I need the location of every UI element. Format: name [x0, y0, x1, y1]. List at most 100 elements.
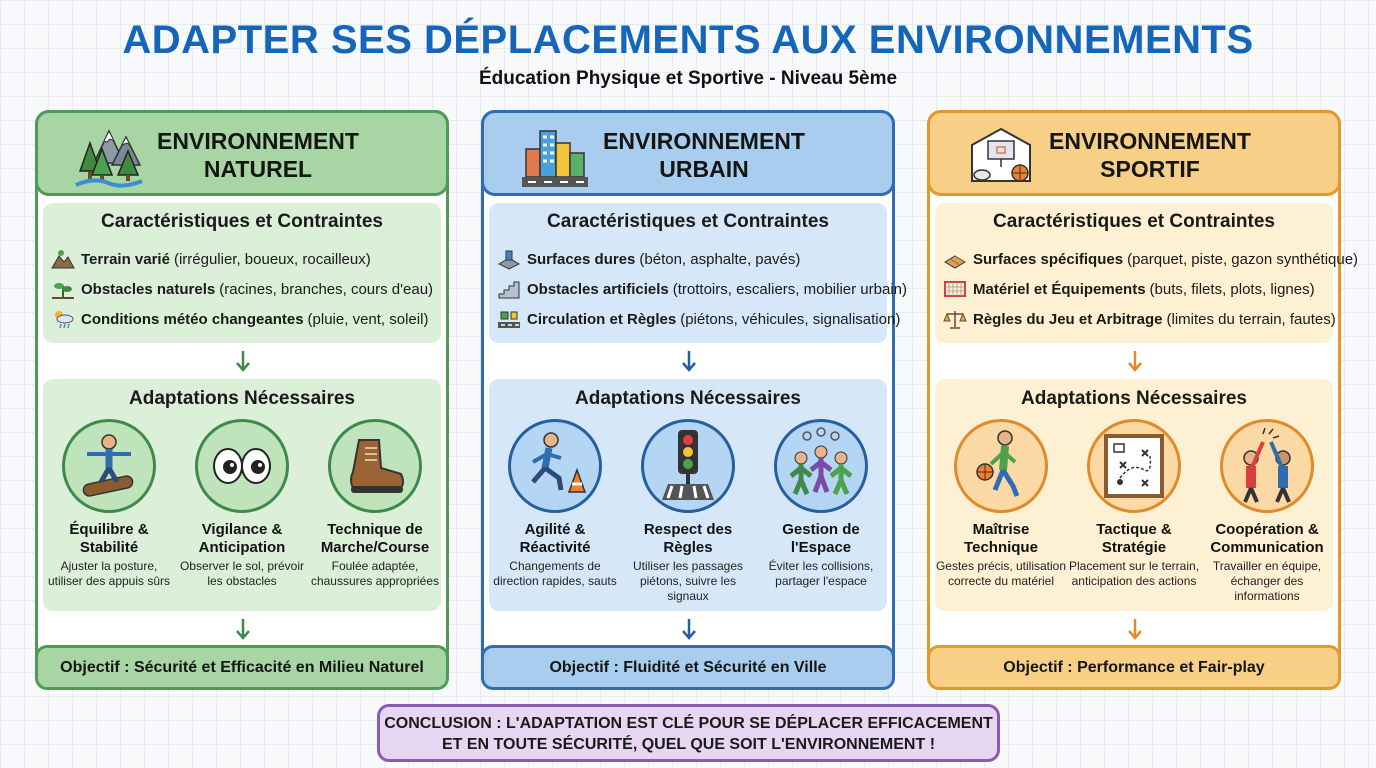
column-urban: ENVIRONNEMENT URBAIN Caractéristiques et…	[481, 110, 907, 690]
agility-runner-icon	[531, 432, 587, 493]
adaptations-panel: Adaptations Nécessaires Maîtrise Techniq…	[935, 379, 1333, 611]
adaptation-card: Agilité & Réactivité Changements de dire…	[489, 419, 621, 589]
high-five-icon	[1243, 427, 1291, 503]
card-title-line1: Technique de	[327, 521, 423, 538]
forest-mountain-icon	[75, 129, 143, 188]
card-description: Éviter les collisions, partager l'espace	[768, 559, 874, 588]
city-buildings-icon	[522, 130, 588, 187]
card-title-line2: Technique	[964, 539, 1038, 556]
road-sign-icon	[498, 311, 520, 328]
gymnasium-icon	[971, 127, 1031, 182]
hiking-boot-icon	[350, 439, 404, 493]
terrain-icon	[51, 250, 75, 269]
panel-title: Caractéristiques et Contraintes	[547, 211, 829, 232]
list-item: Obstacles artificiels (trottoirs, escali…	[497, 277, 907, 301]
adaptations-panel: Adaptations Nécessaires Équilibre & Stab…	[43, 379, 441, 611]
arrow-down-icon	[1128, 351, 1142, 372]
card-description: Foulée adaptée, chaussures appropriées	[310, 559, 440, 588]
card-title-line1: Maîtrise	[972, 521, 1030, 538]
card-title-line2: Règles	[663, 539, 713, 556]
card-title-line2: Anticipation	[198, 539, 286, 556]
column-title-line1: ENVIRONNEMENT	[603, 128, 805, 154]
characteristics-panel: Caractéristiques et Contraintes Terrain …	[43, 203, 441, 343]
card-title-line1: Agilité &	[524, 521, 586, 538]
list-item: Surfaces spécifiques (parquet, piste, ga…	[943, 247, 1358, 271]
objective-banner: Objectif : Performance et Fair-play	[927, 645, 1341, 690]
adaptation-card: Tactique & Stratégie Placement sur le te…	[1068, 419, 1200, 589]
page-subtitle: Éducation Physique et Sportive - Niveau …	[478, 68, 898, 89]
basketball-player-icon	[976, 430, 1020, 497]
characteristics-panel: Caractéristiques et Contraintes Surfaces…	[935, 203, 1358, 343]
list-item: Obstacles naturels (racines, branches, c…	[51, 277, 441, 301]
column-title-line2: URBAIN	[659, 156, 749, 182]
column-sport: ENVIRONNEMENT SPORTIF Caractéristiques e…	[927, 110, 1358, 690]
panel-title: Adaptations Nécessaires	[1021, 388, 1247, 409]
list-item: Matériel et Équipements (buts, filets, p…	[943, 277, 1333, 301]
card-description: Changements de direction rapides, sauts	[493, 559, 617, 588]
conclusion-banner: CONCLUSION : L'ADAPTATION EST CLÉ POUR S…	[377, 704, 1000, 762]
list-item: Surfaces dures (béton, asphalte, pavés)	[497, 247, 887, 271]
adaptation-card: Respect des Règles Utiliser les passages…	[622, 419, 754, 604]
hard-surface-icon	[497, 250, 521, 270]
page-title: ADAPTER SES DÉPLACEMENTS AUX ENVIRONNEME…	[122, 18, 1254, 62]
panel-title: Adaptations Nécessaires	[575, 388, 801, 409]
tactics-board-icon	[1104, 434, 1164, 498]
card-title-line2: Communication	[1210, 539, 1324, 556]
column-header: ENVIRONNEMENT SPORTIF	[927, 110, 1341, 196]
card-description: Travailler en équipe, échanger des infor…	[1212, 559, 1322, 603]
card-title-line1: Tactique &	[1096, 521, 1172, 538]
card-title-line2: Stabilité	[79, 539, 139, 556]
arrow-down-icon	[236, 619, 250, 640]
card-description: Gestes précis, utilisation correcte du m…	[935, 559, 1067, 588]
characteristics-panel: Caractéristiques et Contraintes Surfaces…	[489, 203, 907, 343]
traffic-light-icon	[662, 430, 714, 500]
adaptation-card: Technique de Marche/Course Foulée adapté…	[309, 419, 441, 589]
card-description: Observer le sol, prévoir les obstacles	[179, 559, 305, 588]
column-title-line2: SPORTIF	[1100, 156, 1200, 182]
arrow-down-icon	[682, 351, 696, 372]
column-title-line1: ENVIRONNEMENT	[1049, 128, 1251, 154]
eyes-icon	[213, 448, 271, 484]
conclusion-line1: CONCLUSION : L'ADAPTATION EST CLÉ POUR S…	[384, 715, 993, 732]
column-title-line1: ENVIRONNEMENT	[157, 128, 359, 154]
panel-title: Caractéristiques et Contraintes	[993, 211, 1275, 232]
stairs-icon	[498, 281, 520, 299]
panel-title: Adaptations Nécessaires	[129, 388, 355, 409]
conclusion-line2: ET EN TOUTE SÉCURITÉ, QUEL QUE SOIT L'EN…	[441, 736, 936, 753]
balance-person-icon	[82, 434, 134, 497]
card-description: Utiliser les passages piétons, suivre le…	[632, 559, 744, 603]
arrow-down-icon	[682, 619, 696, 640]
parquet-icon	[944, 255, 966, 269]
card-title-line1: Vigilance &	[201, 521, 283, 538]
arrow-down-icon	[1128, 619, 1142, 640]
panel-title: Caractéristiques et Contraintes	[101, 211, 383, 232]
card-description: Placement sur le terrain, anticipation d…	[1068, 559, 1200, 588]
card-title-line2: Réactivité	[519, 539, 591, 556]
column-natural: ENVIRONNEMENT NATUREL Caractéristiques e…	[35, 110, 449, 690]
objective-banner: Objectif : Fluidité et Sécurité en Ville	[481, 645, 895, 690]
column-header: ENVIRONNEMENT URBAIN	[481, 110, 895, 196]
card-title-line1: Coopération &	[1215, 521, 1319, 538]
adaptations-panel: Adaptations Nécessaires Agilité & Réacti…	[489, 379, 887, 611]
card-title-line2: Stratégie	[1101, 539, 1167, 556]
column-title-line2: NATUREL	[203, 156, 313, 182]
adaptation-card: Maîtrise Technique Gestes précis, utilis…	[935, 419, 1067, 589]
list-item: Terrain varié (irrégulier, boueux, rocai…	[51, 247, 441, 271]
adaptation-card: Coopération & Communication Travailler e…	[1201, 419, 1333, 604]
card-title-line1: Respect des	[643, 521, 733, 538]
crowd-icon	[789, 427, 853, 495]
card-title-line2: l'Espace	[790, 539, 852, 556]
column-header: ENVIRONNEMENT NATUREL	[35, 110, 449, 196]
card-description: Ajuster la posture, utiliser des appuis …	[47, 559, 171, 588]
plant-obstacle-icon	[52, 283, 74, 299]
adaptation-card: Équilibre & Stabilité Ajuster la posture…	[43, 419, 175, 589]
weather-icon	[55, 311, 74, 329]
goal-icon	[944, 281, 966, 297]
objective-banner: Objectif : Sécurité et Efficacité en Mil…	[35, 645, 449, 690]
card-title-line1: Gestion de	[782, 521, 860, 538]
arrow-down-icon	[236, 351, 250, 372]
adaptation-card: Gestion de l'Espace Éviter les collision…	[755, 419, 887, 589]
adaptation-card: Vigilance & Anticipation Observer le sol…	[176, 419, 308, 589]
card-title-line1: Équilibre &	[69, 521, 149, 538]
list-item: Conditions météo changeantes (pluie, ven…	[51, 307, 441, 331]
